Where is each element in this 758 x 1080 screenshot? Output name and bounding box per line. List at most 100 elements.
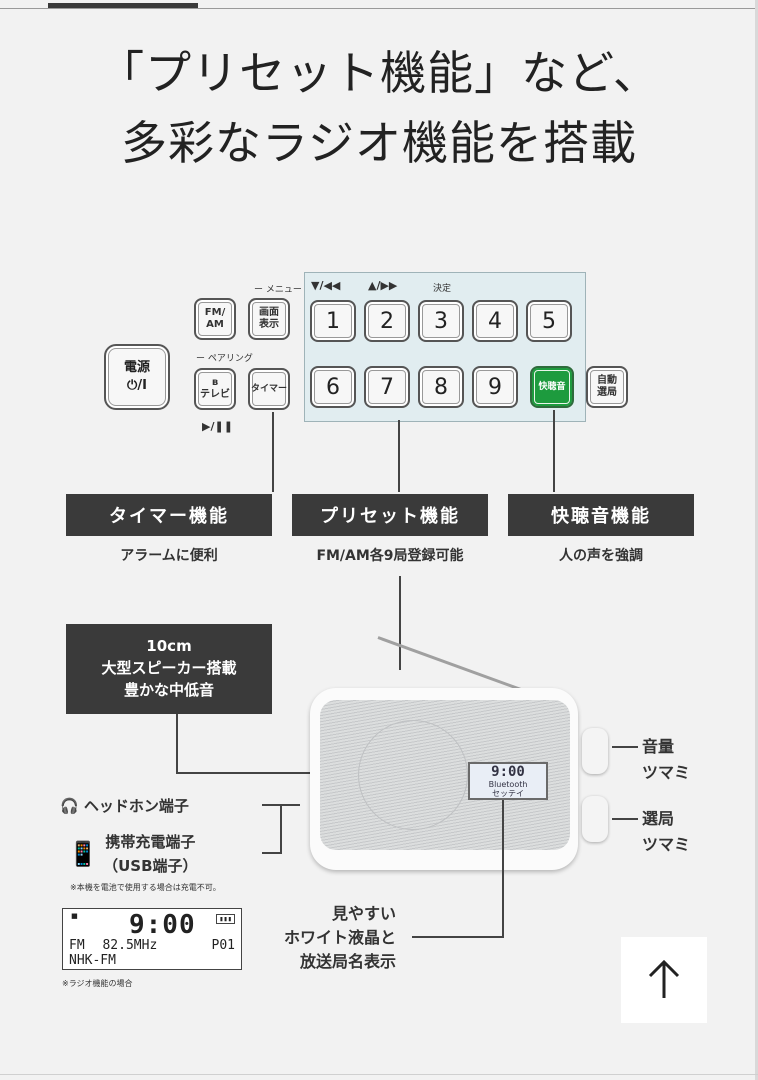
display-button[interactable]: 画面 表示 — [248, 298, 290, 340]
feature-timer-desc: アラームに便利 — [120, 548, 218, 564]
lcd-connector-h — [412, 936, 504, 938]
up-next-label: ▲/▶▶ — [368, 279, 398, 292]
tuning-label-2: ツマミ — [642, 835, 691, 854]
preset-8-button[interactable]: 8 — [418, 366, 464, 408]
preset-6-button[interactable]: 6 — [310, 366, 356, 408]
preset-connector — [398, 420, 400, 492]
radio-illustration: 9:00 Bluetooth セッテイ — [310, 676, 608, 872]
timer-button[interactable]: タイマー — [248, 368, 290, 410]
lcd-example: ▝▘ ▮▮▮ 9:00 FM 82.5MHz P01 NHK-FM — [62, 908, 242, 970]
lcd-example-time: 9:00 — [129, 910, 196, 940]
down-prev-label: ▼/◀◀ — [311, 279, 341, 292]
feature-clear-voice-desc: 人の声を強調 — [559, 548, 643, 564]
preset-9-button[interactable]: 9 — [472, 366, 518, 408]
clear-voice-button[interactable]: 快聴音 — [530, 366, 574, 408]
volume-connector — [612, 746, 638, 748]
power-icon: ⏻/I — [127, 378, 147, 393]
tuning-knob — [582, 796, 608, 842]
pairing-label: ー ペアリング — [196, 354, 253, 364]
volume-label-1: 音量 — [642, 737, 675, 756]
tuning-label-1: 選局 — [642, 809, 675, 828]
top-bar — [0, 0, 758, 10]
up-arrow-icon — [648, 959, 680, 998]
lcd-connector-v — [502, 800, 504, 938]
headline: 「プリセット機能」など、 多彩なラジオ機能を搭載 — [0, 38, 758, 178]
speaker-connector-h — [176, 772, 362, 774]
usb-connector — [262, 852, 282, 854]
speaker-size: 10cm — [146, 637, 192, 655]
bluetooth-button[interactable]: ʙ テレビ — [194, 368, 236, 410]
play-pause-label: ▶/❚❚ — [202, 420, 233, 433]
usb-note: ※本機を電池で使用する場合は充電不可。 — [70, 883, 221, 892]
timer-label: タイマー — [250, 384, 287, 394]
lcd-example-station: NHK-FM — [69, 953, 116, 968]
right-edge — [755, 0, 758, 1080]
feature-timer-title: タイマー機能 — [66, 494, 272, 536]
usb-label-1: 携帯充電端子 — [105, 833, 196, 851]
tuning-connector — [612, 818, 638, 820]
preset-3-button[interactable]: 3 — [418, 300, 464, 342]
fm-am-button[interactable]: FM/ AM — [194, 298, 236, 340]
clear-voice-label: 快聴音 — [538, 382, 566, 392]
lcd-example-freq: 82.5MHz — [102, 938, 158, 953]
auto-tune-button[interactable]: 自動 選局 — [586, 366, 628, 408]
preset-2-button[interactable]: 2 — [364, 300, 410, 342]
fm-am-label-1: FM/ — [204, 307, 226, 318]
feature-preset-desc: FM/AM各9局登録可能 — [316, 548, 464, 564]
volume-label: 音量 ツマミ — [642, 734, 690, 786]
active-tab-indicator[interactable] — [48, 3, 198, 8]
radio-lcd-time: 9:00 — [491, 764, 525, 780]
preset-7-button[interactable]: 7 — [364, 366, 410, 408]
scroll-top-button[interactable] — [621, 937, 707, 1023]
usb-row: 📱 携帯充電端子 （USB端子） — [68, 830, 198, 878]
headphone-icon: 🎧 — [60, 797, 79, 815]
clear-voice-connector — [553, 410, 555, 492]
io-connector-v — [280, 804, 282, 854]
lcd-example-note: ※ラジオ機能の場合 — [62, 979, 133, 988]
power-label: 電源 — [123, 360, 150, 375]
preset-5-button[interactable]: 5 — [526, 300, 572, 342]
lcd-description: 見やすい ホワイト液晶と 放送局名表示 — [250, 902, 396, 974]
speaker-ring — [358, 720, 468, 830]
preset-1-button[interactable]: 1 — [310, 300, 356, 342]
radio-lcd-sub2: セッテイ — [492, 789, 524, 798]
lcd-example-line2: FM 82.5MHz — [69, 939, 157, 953]
lcd-desc-1: 見やすい — [331, 904, 396, 923]
auto-tune-label-2: 選局 — [597, 387, 617, 398]
volume-knob — [582, 728, 608, 774]
feature-clear-voice-title: 快聴音機能 — [508, 494, 694, 536]
display-label-1: 画面 — [259, 307, 279, 318]
fm-am-label-2: AM — [206, 319, 224, 330]
auto-tune-label-1: 自動 — [597, 375, 617, 386]
lcd-desc-3: 放送局名表示 — [299, 952, 396, 971]
display-label-2: 表示 — [259, 319, 279, 330]
top-rule — [0, 8, 758, 9]
feature-preset-title: プリセット機能 — [292, 494, 488, 536]
headphone-row: 🎧 ヘッドホン端子 — [60, 795, 189, 816]
speaker-line3: 豊かな中低音 — [123, 681, 214, 699]
headline-line1: 「プリセット機能」など、 — [98, 46, 660, 100]
lcd-example-band: FM — [69, 938, 85, 953]
speaker-connector-v — [176, 714, 178, 774]
signal-icon: ▝▘ — [69, 915, 80, 925]
radio-lcd-sub1: Bluetooth — [488, 780, 528, 789]
timer-connector — [272, 412, 274, 492]
phone-charge-icon: 📱 — [68, 840, 98, 868]
headline-line2: 多彩なラジオ機能を搭載 — [120, 116, 638, 170]
speaker-callout: 10cm 大型スピーカー搭載 豊かな中低音 — [66, 624, 272, 714]
speaker-line2: 大型スピーカー搭載 — [101, 659, 237, 677]
tuning-label: 選局 ツマミ — [642, 806, 690, 858]
preset-4-button[interactable]: 4 — [472, 300, 518, 342]
menu-label: ー メニュー — [254, 285, 302, 295]
lcd-desc-2: ホワイト液晶と — [283, 928, 396, 947]
bluetooth-icon: ʙ — [211, 377, 219, 388]
tv-label: テレビ — [200, 389, 230, 400]
usb-label-2: （USB端子） — [103, 857, 198, 875]
radio-lcd: 9:00 Bluetooth セッテイ — [468, 762, 548, 800]
bottom-rule — [0, 1074, 758, 1075]
enter-label: 決定 — [433, 284, 452, 294]
volume-label-2: ツマミ — [642, 763, 691, 782]
headphone-label: ヘッドホン端子 — [83, 797, 189, 815]
battery-icon: ▮▮▮ — [216, 914, 235, 924]
power-button[interactable]: 電源 ⏻/I — [104, 344, 170, 410]
